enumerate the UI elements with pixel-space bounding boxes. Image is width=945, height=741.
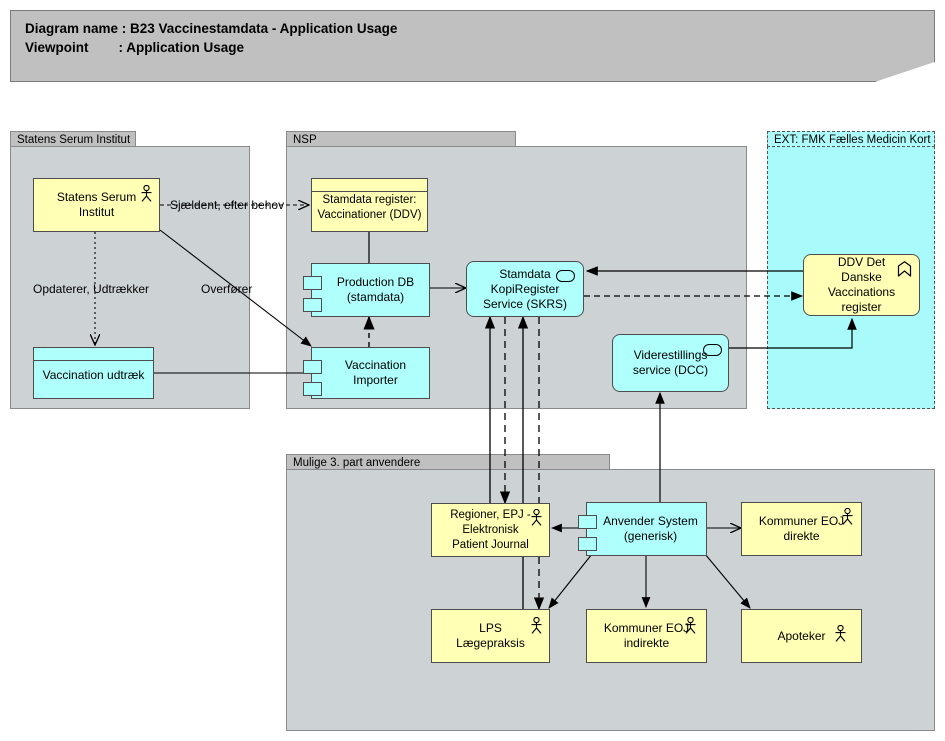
- element-skrs[interactable]: Stamdata KopiRegister Service (SKRS): [466, 261, 584, 317]
- element-kommuner-eoj-direkte[interactable]: Kommuner EOJ direkte: [741, 502, 862, 556]
- edge-label-opdaterer: Opdaterer, Udtrækker: [33, 282, 150, 296]
- element-apoteker[interactable]: Apoteker: [741, 609, 862, 663]
- diagram-title-note: Diagram name : B23 Vaccinestamdata - App…: [10, 10, 935, 82]
- actor-icon: [685, 617, 696, 634]
- actor-icon: [842, 508, 853, 525]
- component-tab-icon: [303, 276, 322, 290]
- component-tab-icon: [303, 360, 322, 374]
- component-tab-icon: [303, 382, 322, 396]
- element-label: Anvender System (generisk): [603, 514, 698, 543]
- group-label-third-party: Mulige 3. part anvendere: [286, 454, 610, 470]
- element-label: Vaccination Importer: [344, 358, 407, 387]
- element-dcc[interactable]: Viderestillings service (DCC): [612, 334, 729, 392]
- element-vaccination-importer[interactable]: Vaccination Importer: [303, 347, 430, 399]
- actor-icon: [835, 625, 846, 642]
- actor-icon: [141, 185, 152, 202]
- service-icon: [556, 270, 575, 282]
- element-anvender-system[interactable]: Anvender System (generisk): [578, 502, 707, 556]
- element-label: Stamdata register: Vaccinationer (DDV): [317, 194, 422, 221]
- element-lps-laegepraksis[interactable]: LPS Lægepraksis: [431, 609, 550, 663]
- element-vaccination-udtraek[interactable]: Vaccination udtræk: [33, 347, 154, 399]
- element-label: Apoteker: [777, 628, 826, 643]
- element-label: Kommuner EOJ direkte: [758, 514, 845, 543]
- element-label: DDV Det Danske Vaccinations register: [827, 255, 896, 314]
- edge-label-overfoerer: Overfører: [201, 282, 253, 296]
- element-label: Viderestillings service (DCC): [632, 348, 709, 377]
- actor-icon: [531, 617, 542, 634]
- component-tab-icon: [578, 515, 597, 529]
- component-tab-icon: [303, 298, 322, 312]
- element-label: LPS Lægepraksis: [456, 621, 525, 650]
- actor-icon: [531, 509, 542, 526]
- group-label-ssi: Statens Serum Institut: [10, 131, 136, 147]
- element-production-db[interactable]: Production DB (stamdata): [303, 263, 430, 317]
- chevron-icon: [897, 261, 912, 277]
- element-stamdata-register-ddv[interactable]: Stamdata register: Vaccinationer (DDV): [311, 178, 428, 232]
- group-label-nsp: NSP: [286, 131, 516, 147]
- element-regioner-epj[interactable]: Regioner, EPJ - Elektronisk Patient Jour…: [431, 503, 550, 557]
- element-label: Kommuner EOJ indirekte: [603, 621, 690, 650]
- element-label: Statens Serum Institut: [56, 190, 137, 219]
- element-kommuner-eoj-indirekte[interactable]: Kommuner EOJ indirekte: [586, 609, 707, 663]
- data-object-header-band: [312, 179, 427, 192]
- group-mulige-3-part-anvendere: Mulige 3. part anvendere: [286, 454, 935, 731]
- element-label: Vaccination udtræk: [42, 368, 145, 382]
- element-ddv-register[interactable]: DDV Det Danske Vaccinations register: [803, 254, 920, 316]
- element-label: Stamdata KopiRegister Service (SKRS): [482, 266, 568, 311]
- element-label: Regioner, EPJ - Elektronisk Patient Jour…: [450, 508, 531, 551]
- viewpoint-line: Viewpoint : Application Usage: [25, 40, 245, 55]
- diagram-name-line: Diagram name : B23 Vaccinestamdata - App…: [25, 21, 398, 36]
- group-label-fmk: EXT: FMK Fælles Medicin Kort: [767, 131, 935, 147]
- component-tab-icon: [578, 537, 597, 551]
- edge-label-sjaeldent: Sjældent, efter behov: [170, 198, 285, 212]
- data-object-header-band: [34, 348, 153, 361]
- element-statens-serum-institut[interactable]: Statens Serum Institut: [33, 178, 160, 232]
- service-icon: [703, 344, 722, 356]
- element-label: Production DB (stamdata): [336, 275, 415, 304]
